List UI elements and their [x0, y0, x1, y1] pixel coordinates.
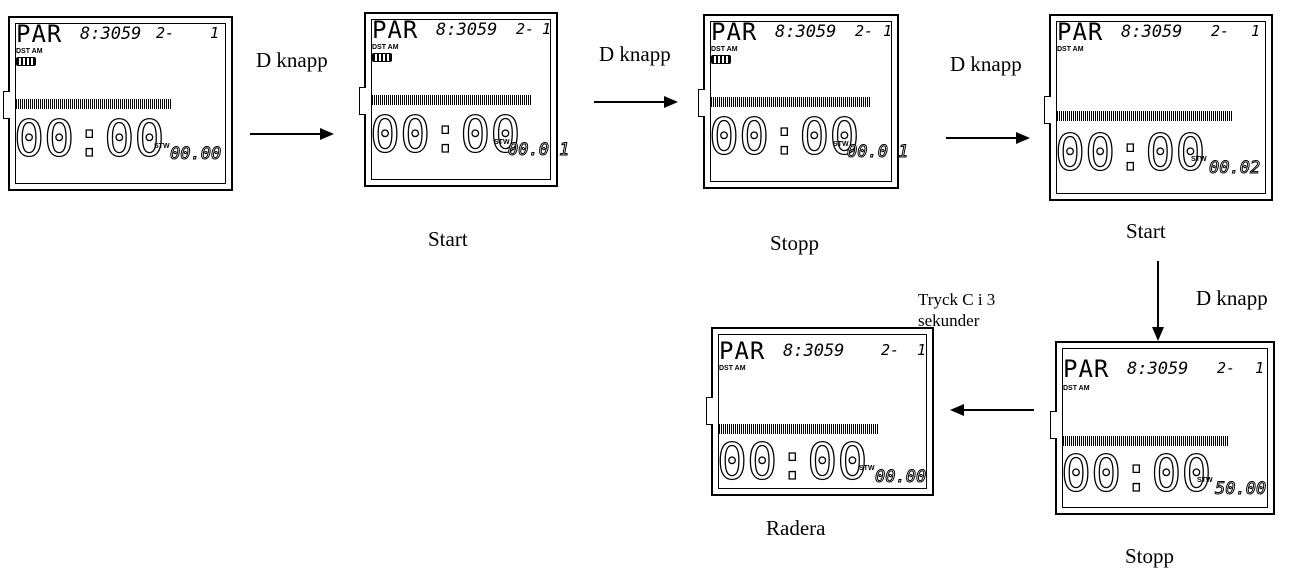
- lcd-num: 1: [1255, 359, 1265, 377]
- lcd-top-text: PAR: [711, 18, 758, 46]
- lcd-big-digits: 00:00: [369, 106, 521, 164]
- battery-icon: [711, 55, 731, 64]
- start-label-2: Start: [1126, 219, 1166, 243]
- lcd-screen-6: PAR 8:3059 2- 1 DST AM 00:00 STW 00.00: [706, 327, 934, 496]
- lcd-sub-digits: 00.0 1: [507, 140, 570, 161]
- lcd-segment-bar: [372, 95, 532, 105]
- lcd-day: 2-: [855, 22, 874, 40]
- lcd-time: 8:3059: [783, 341, 845, 361]
- lcd-big-digits: 00:00: [13, 110, 165, 168]
- lcd-sub-digits: 50.00: [1214, 479, 1267, 500]
- lcd-num: 1: [1251, 22, 1261, 40]
- lcd-time: 8:3059: [775, 22, 837, 42]
- lcd-dst-am: DST AM: [16, 48, 43, 55]
- arrow-right-2: [594, 96, 678, 108]
- lcd-day: 2-: [1211, 22, 1230, 40]
- lcd-num: 1: [917, 341, 927, 359]
- arrow-right-1: [250, 128, 334, 140]
- arrow-down: [1152, 261, 1164, 341]
- lcd-dst-am: DST AM: [372, 44, 399, 51]
- lcd-segment-bar: [1057, 111, 1232, 121]
- tryck-label-line2: sekunder: [918, 311, 980, 330]
- lcd-sub-digits: 00.00: [169, 144, 222, 165]
- lcd-stw-label: STW: [1191, 156, 1207, 163]
- start-label-1: Start: [428, 227, 468, 251]
- lcd-big-digits: 00:00: [1054, 124, 1206, 182]
- stopp-label-2: Stopp: [1125, 544, 1175, 568]
- lcd-screen-3: PAR 8:3059 2- 1 DST AM 00:00 STW 00.0 1: [698, 14, 909, 189]
- lcd-stw-label: STW: [1197, 477, 1213, 484]
- lcd-day: 2-: [1217, 359, 1236, 377]
- lcd-top-text: PAR: [719, 337, 766, 365]
- lcd-segment-bar: [711, 97, 871, 107]
- lcd-time: 8:3059: [80, 24, 142, 44]
- d-knapp-label-1: D knapp: [256, 48, 328, 72]
- battery-icon: [16, 57, 36, 66]
- lcd-num: 1: [542, 20, 552, 38]
- lcd-stw-label: STW: [859, 465, 875, 472]
- lcd-top-text: PAR: [1057, 18, 1104, 46]
- lcd-screen-5: PAR 8:3059 2- 1 DST AM 00:00 STW 50.00: [1050, 341, 1275, 515]
- lcd-day: 2-: [156, 24, 175, 42]
- lcd-sub-digits: 00.00: [874, 467, 927, 488]
- lcd-segment-bar: [719, 424, 879, 434]
- lcd-sub-digits: 00.02: [1208, 158, 1261, 179]
- arrow-right-3: [946, 132, 1030, 144]
- lcd-stw-label: STW: [833, 141, 849, 148]
- lcd-screen-4: PAR 8:3059 2- 1 DST AM 00:00 STW 00.02: [1044, 14, 1273, 201]
- tryck-label-line1: Tryck C i 3: [918, 290, 996, 309]
- lcd-num: 1: [210, 24, 220, 42]
- lcd-time: 8:3059: [436, 20, 498, 40]
- lcd-dst-am: DST AM: [1063, 385, 1090, 392]
- lcd-time: 8:3059: [1127, 359, 1189, 379]
- lcd-dst-am: DST AM: [711, 46, 738, 53]
- lcd-day: 2-: [516, 20, 535, 38]
- lcd-stw-label: STW: [494, 139, 510, 146]
- lcd-top-text: PAR: [372, 16, 419, 44]
- battery-icon: [372, 53, 392, 62]
- d-knapp-label-3: D knapp: [950, 52, 1022, 76]
- lcd-time: 8:3059: [1121, 22, 1183, 42]
- lcd-day: 2-: [881, 341, 900, 359]
- lcd-num: 1: [883, 22, 893, 40]
- lcd-dst-am: DST AM: [1057, 46, 1084, 53]
- lcd-top-text: PAR: [1063, 355, 1110, 383]
- lcd-stw-label: STW: [154, 143, 170, 150]
- lcd-screen-1: PAR 8:3059 2- 1 DST AM 00:00 STW 00.00: [3, 16, 233, 191]
- stopp-label-1: Stopp: [770, 231, 820, 255]
- lcd-big-digits: 00:00: [708, 108, 860, 166]
- d-knapp-label-4: D knapp: [1196, 286, 1268, 310]
- radera-label: Radera: [766, 516, 826, 540]
- lcd-sub-digits: 00.0 1: [846, 142, 909, 163]
- lcd-segment-bar: [16, 99, 171, 109]
- lcd-big-digits: 00:00: [1060, 445, 1212, 503]
- lcd-dst-am: DST AM: [719, 365, 746, 372]
- lcd-big-digits: 00:00: [716, 433, 868, 491]
- lcd-segment-bar: [1063, 436, 1228, 446]
- arrow-left: [950, 404, 1034, 416]
- lcd-screen-2: PAR 8:3059 2- 1 DST AM 00:00 STW 00.0 1: [359, 12, 570, 187]
- lcd-top-text: PAR: [16, 20, 63, 48]
- d-knapp-label-2: D knapp: [599, 42, 671, 66]
